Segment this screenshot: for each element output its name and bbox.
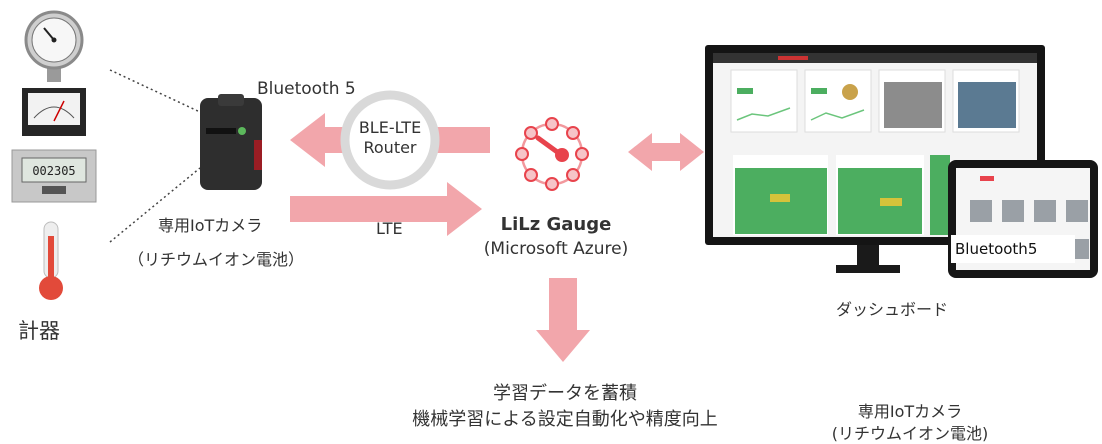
analog-meter-icon bbox=[22, 88, 86, 136]
router-ring bbox=[340, 90, 440, 190]
instruments-label: 計器 bbox=[18, 319, 60, 343]
iot-camera-icon bbox=[200, 94, 262, 190]
router-label-line1: BLE-LTE bbox=[358, 118, 422, 137]
lte-label: LTE bbox=[376, 219, 403, 238]
arrow-dashboard-sync bbox=[628, 133, 704, 171]
cloud-platform: (Microsoft Azure) bbox=[483, 239, 629, 259]
arrow-learning-down bbox=[536, 278, 590, 362]
dashboard-tablet bbox=[948, 160, 1098, 278]
bluetooth-label: Bluetooth 5 bbox=[257, 79, 356, 99]
connector-line-top bbox=[109, 69, 201, 113]
footer-camera-label: 専用IoTカメラ bbox=[857, 402, 963, 421]
pressure-gauge-icon bbox=[24, 10, 84, 82]
tablet-bluetooth-label: Bluetooth5 bbox=[955, 240, 1038, 258]
footer-battery-label: (リチウムイオン電池) bbox=[831, 424, 989, 443]
learning-line1: 学習データを蓄積 bbox=[493, 383, 637, 404]
cloud-name: LiLz Gauge bbox=[500, 214, 612, 235]
lilz-logo-icon bbox=[515, 117, 589, 191]
router-label-line2: Router bbox=[363, 138, 417, 157]
learning-line2: 機械学習による設定自動化や精度向上 bbox=[412, 409, 718, 430]
dashboard-label: ダッシュボード bbox=[836, 300, 949, 319]
dashboard-monitor bbox=[705, 45, 1045, 273]
thermometer-icon bbox=[39, 221, 63, 300]
camera-name-label: 専用IoTカメラ bbox=[158, 216, 263, 235]
router-label: BLE-LTE Router bbox=[345, 118, 435, 158]
camera-battery-label: （リチウムイオン電池） bbox=[128, 250, 305, 269]
arrow-lte-right bbox=[290, 182, 482, 236]
svg-text:002305: 002305 bbox=[32, 164, 75, 178]
system-diagram: 002305 bbox=[11, 10, 1098, 362]
digital-counter-icon: 002305 bbox=[11, 149, 97, 203]
